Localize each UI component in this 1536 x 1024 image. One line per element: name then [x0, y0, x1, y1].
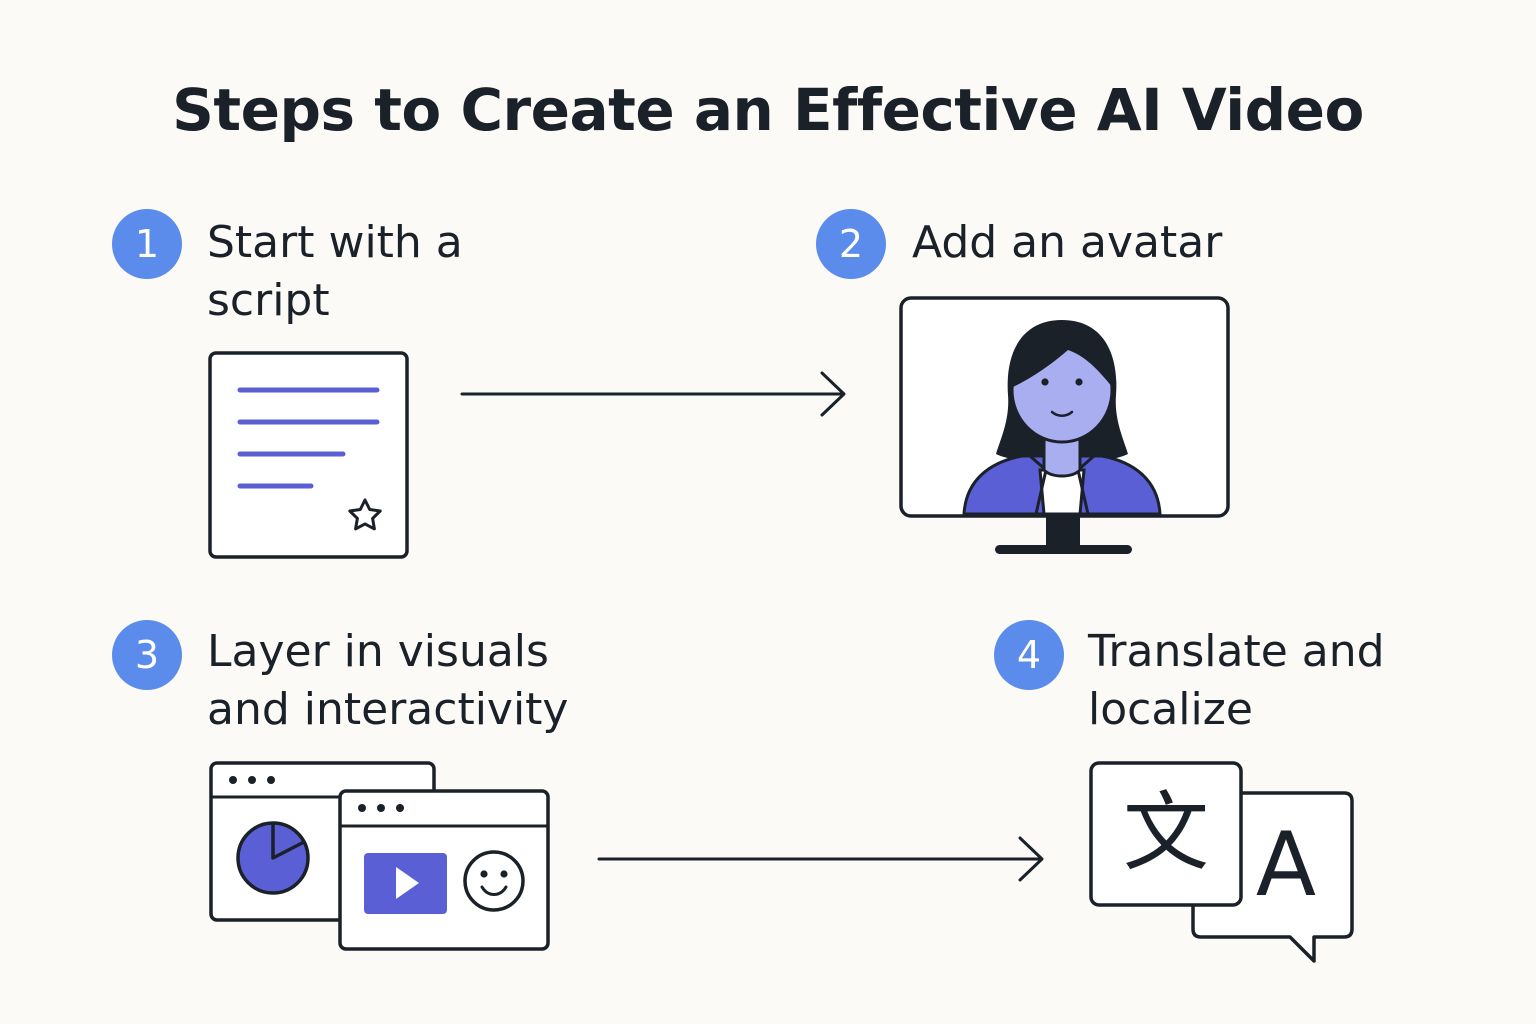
front-window	[338, 789, 550, 951]
translate-target-glyph: A	[1256, 813, 1316, 916]
script-document-icon	[208, 351, 409, 559]
smiley-icon	[463, 850, 525, 912]
avatar	[962, 320, 1162, 516]
step-1-label: Start with a script	[207, 217, 463, 326]
translate-source-glyph: 文	[1123, 783, 1209, 883]
step-2-label: Add an avatar	[912, 217, 1223, 268]
step-3-badge: 3	[112, 620, 182, 690]
visual-windows-icon	[209, 761, 550, 951]
translate-icon: 文 A	[1089, 761, 1354, 963]
step-4-label: Translate and localize	[1088, 626, 1385, 735]
play-button-icon	[364, 853, 447, 914]
step-2-badge: 2	[816, 209, 886, 279]
monitor-avatar-icon	[899, 296, 1230, 554]
step-4-badge: 4	[994, 620, 1064, 690]
step-1-badge: 1	[112, 209, 182, 279]
source-card	[1089, 761, 1243, 907]
arrow-right-icon	[460, 371, 846, 417]
pie-chart-icon	[236, 821, 310, 895]
step-3-label: Layer in visuals and interactivity	[207, 626, 569, 735]
page-title: Steps to Create an Effective AI Video	[172, 76, 1364, 144]
star-icon	[348, 498, 382, 531]
script-lines	[237, 387, 380, 489]
arrow-right-icon	[597, 836, 1044, 882]
